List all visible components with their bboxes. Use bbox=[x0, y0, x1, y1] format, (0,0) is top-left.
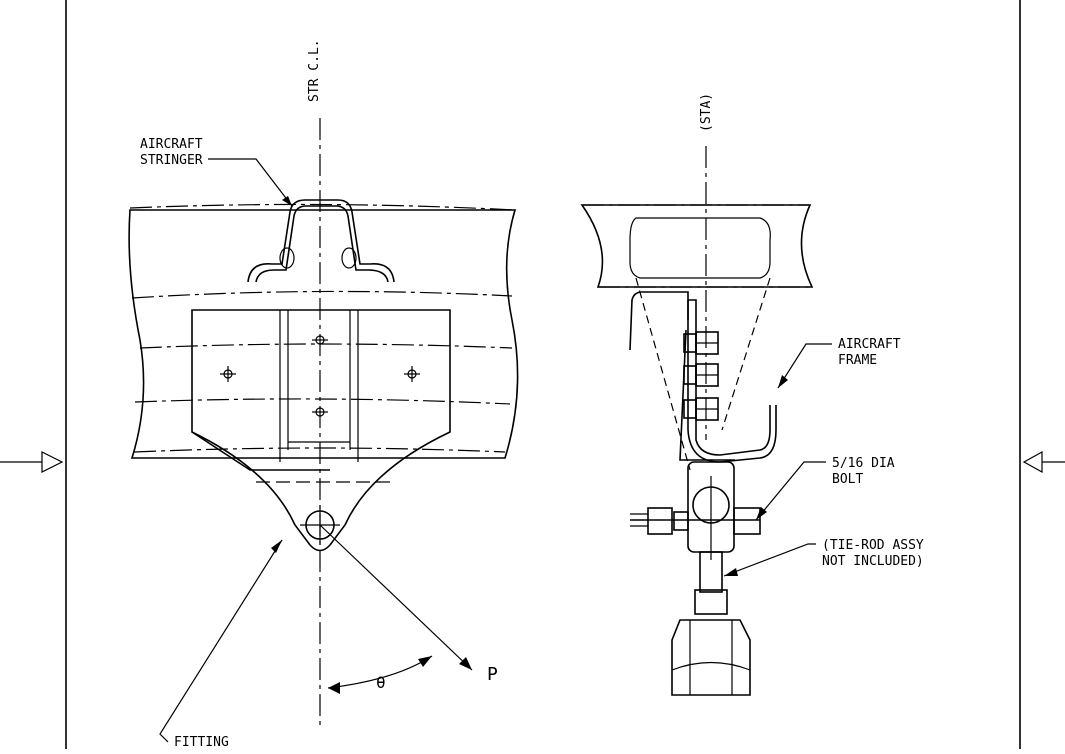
fitting-label: FITTING bbox=[174, 735, 229, 749]
frame-label-line2: FRAME bbox=[838, 353, 877, 368]
left-view: STR C.L. bbox=[128, 39, 519, 750]
bolt-5-16-icon bbox=[630, 507, 761, 535]
tie-rod-label-line1: (TIE-ROD ASSY bbox=[822, 538, 924, 553]
bolt-icon bbox=[683, 363, 719, 387]
clevis-lug bbox=[687, 461, 735, 560]
bolt-label-line1: 5/16 DIA bbox=[832, 456, 895, 471]
fastener-marks bbox=[220, 335, 420, 417]
frame-clip bbox=[679, 299, 777, 463]
tie-rod-label-line2: NOT INCLUDED) bbox=[822, 554, 924, 569]
aircraft-frame-section bbox=[580, 204, 814, 471]
aircraft-stringer bbox=[247, 199, 395, 283]
tie-rod bbox=[671, 551, 751, 696]
stringer-leader bbox=[208, 158, 293, 207]
frame-label-line1: AIRCRAFT bbox=[838, 337, 901, 352]
left-section-marker-icon bbox=[0, 451, 64, 473]
tie-rod-leader bbox=[723, 543, 816, 577]
skin-panel bbox=[128, 209, 519, 459]
right-view: (STA) bbox=[580, 93, 924, 696]
sheet-border bbox=[65, 0, 1021, 749]
bolt-leader bbox=[755, 461, 826, 521]
fastener-icon bbox=[404, 366, 420, 382]
bolt-label-line2: BOLT bbox=[832, 472, 863, 487]
fastener-icon bbox=[220, 366, 236, 382]
angle-arc bbox=[327, 655, 433, 694]
load-p-label: P bbox=[487, 664, 498, 685]
fitting bbox=[191, 309, 451, 552]
stringer-label-line2: STRINGER bbox=[140, 153, 203, 168]
sta-label: (STA) bbox=[699, 93, 714, 132]
fastener-icon bbox=[312, 407, 328, 417]
load-arrow bbox=[319, 524, 473, 671]
fitting-leader bbox=[159, 539, 283, 743]
str-cl-label: STR C.L. bbox=[307, 39, 322, 102]
bolt-icon bbox=[683, 331, 719, 355]
frame-leader bbox=[777, 343, 832, 389]
theta-label: θ bbox=[376, 673, 386, 692]
right-section-marker-icon bbox=[1022, 450, 1065, 474]
fastener-icon bbox=[312, 335, 328, 345]
stringer-label-line1: AIRCRAFT bbox=[140, 137, 203, 152]
bolt-icon bbox=[683, 397, 719, 421]
